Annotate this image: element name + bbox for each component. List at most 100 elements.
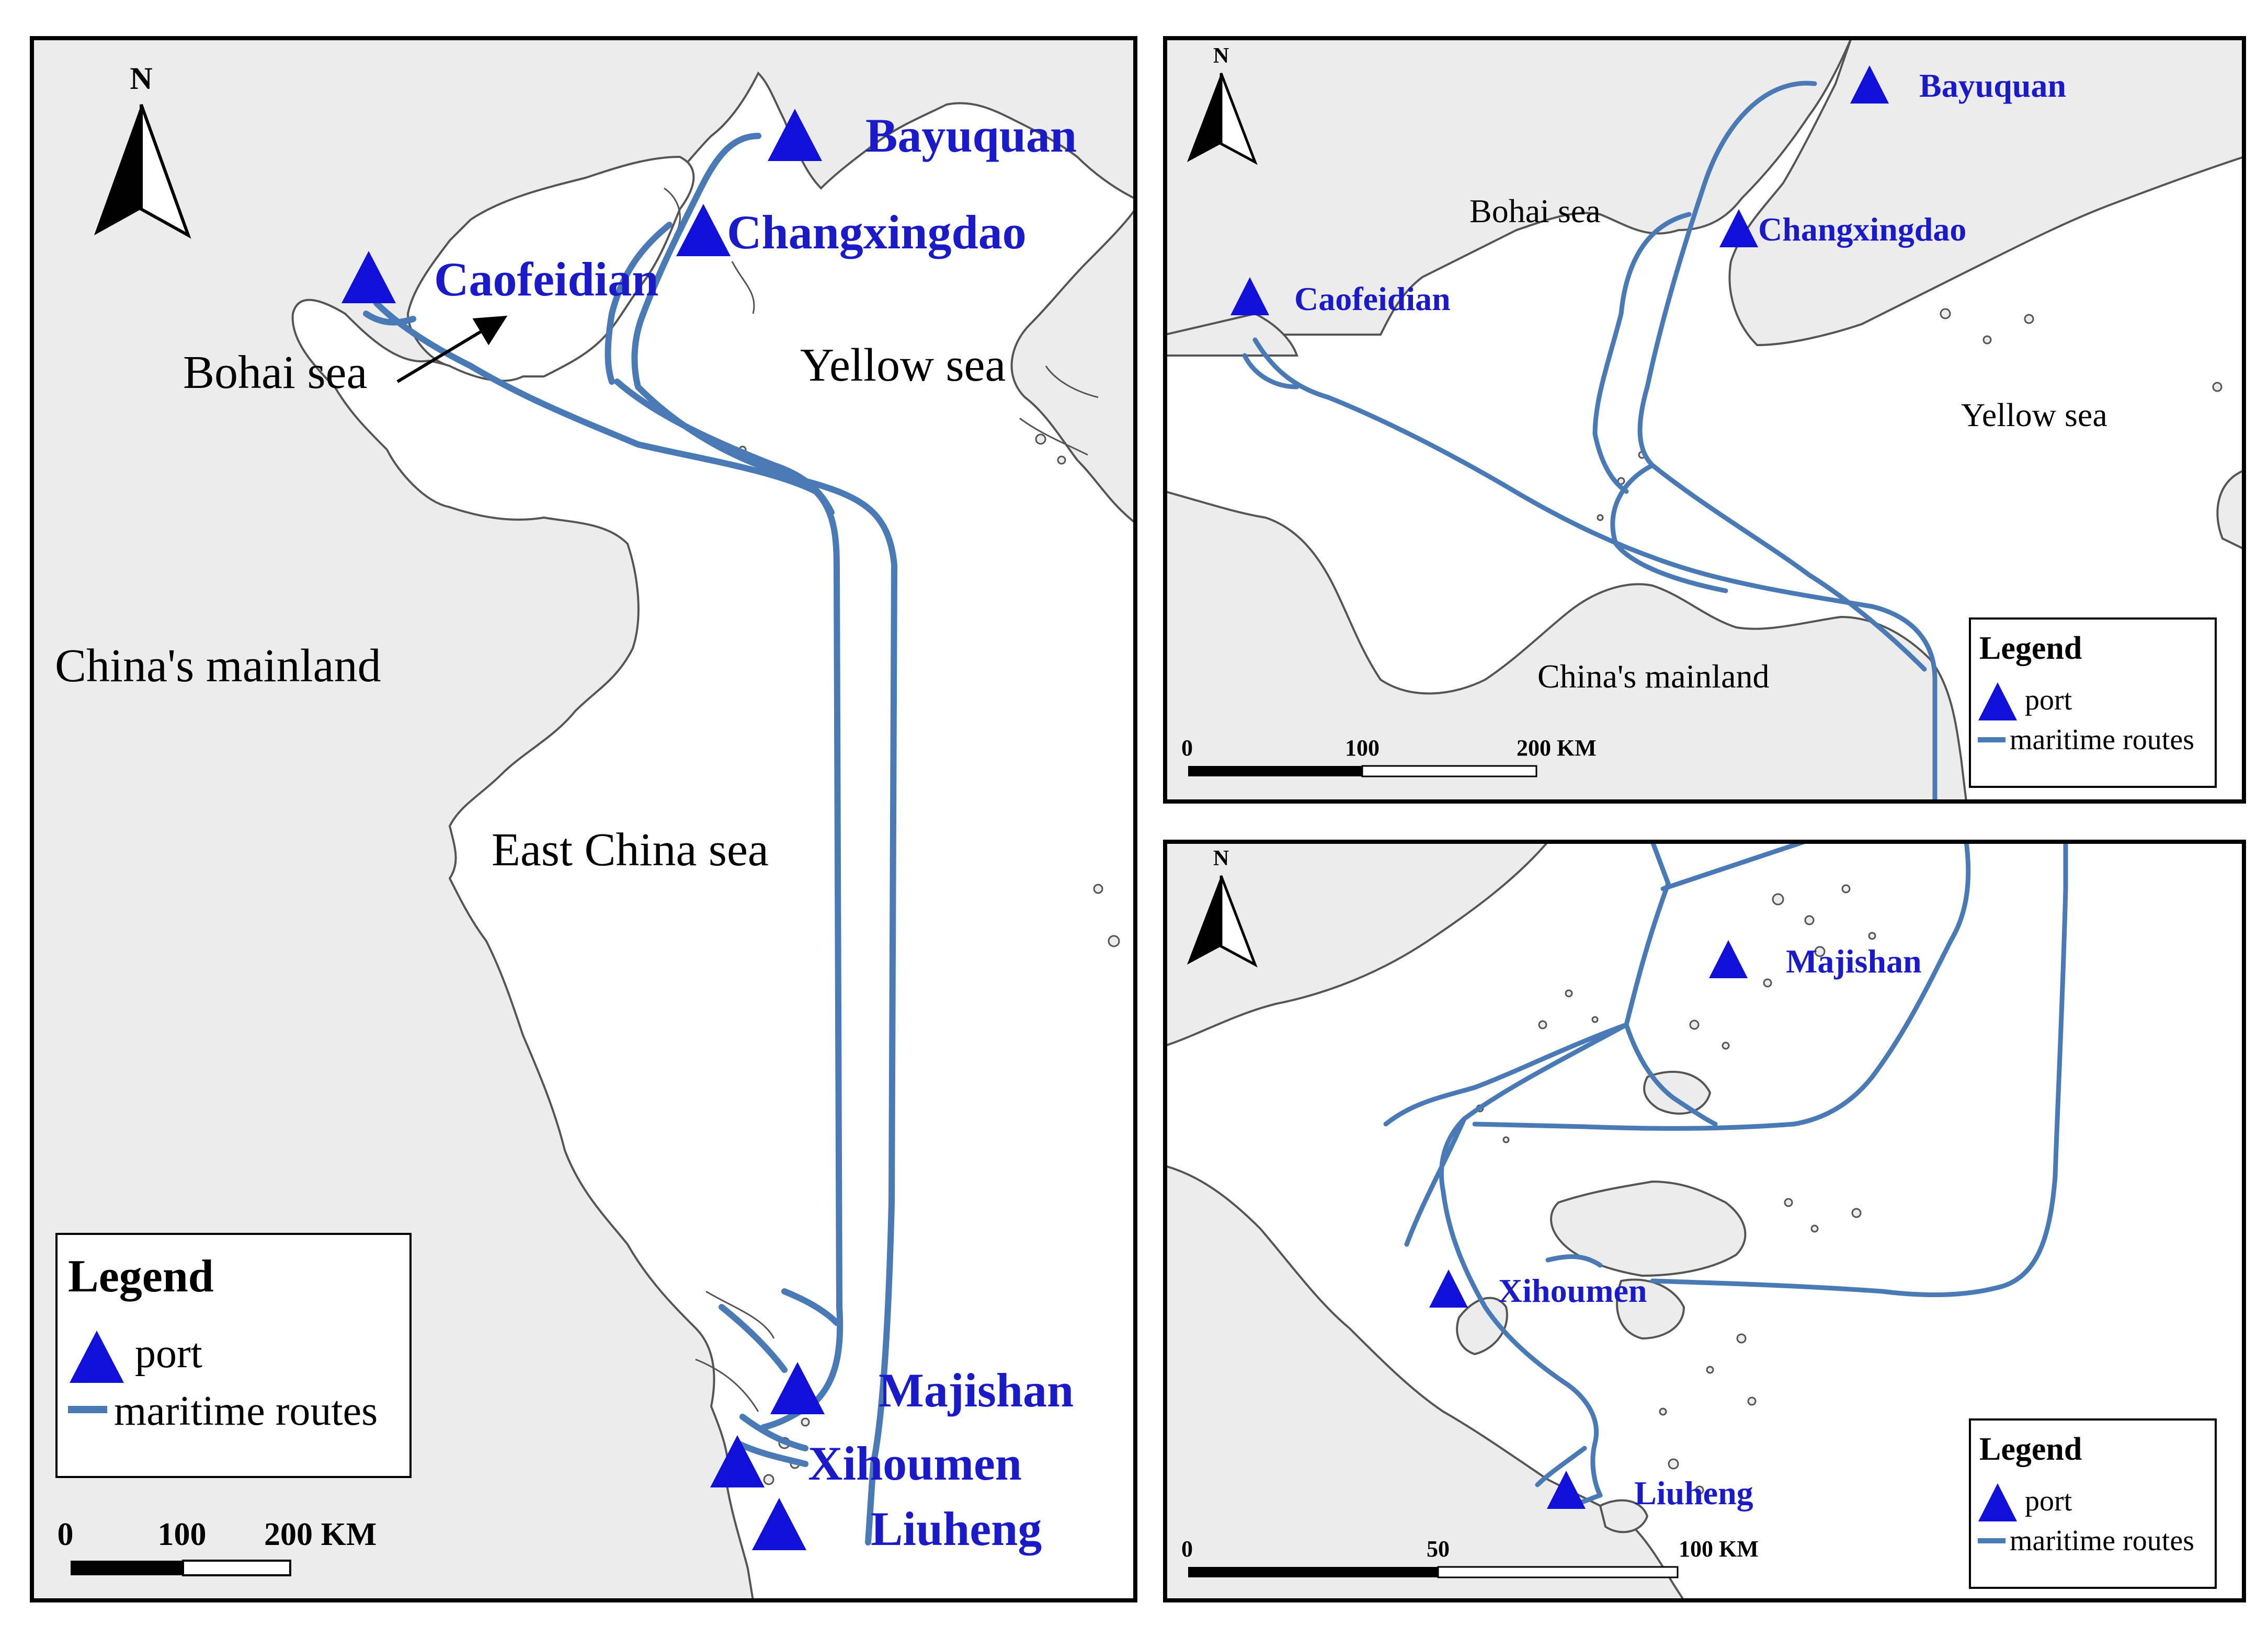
legend: Legend port maritime routes [1969,617,2217,788]
legend: Legend port maritime routes [55,1233,412,1478]
route-bayuquan-east [1637,81,1927,672]
triangle-icon [1429,1269,1468,1308]
port-label-majishan: Majishan [1786,943,1922,980]
triangle-icon [341,251,396,303]
mainland-label: China's mainland [55,640,381,692]
ports [341,109,825,1550]
main-map: N Bohai sea Yellow sea China's mainland … [30,36,1137,1602]
scale-label-mid: 100 [158,1517,207,1552]
scale-label-mid: 100 [1345,735,1380,761]
route-caofeidian-branch [1242,353,1300,390]
north-arrow-icon: N [94,61,191,239]
route-bayuquan-west [1592,212,1692,494]
coast-detail [664,187,1099,1412]
scale-bar: 0 100 200 KM [58,1517,377,1576]
scale-bar: 0 50 100 KM [1181,1536,1759,1578]
land-island-3 [1616,1278,1685,1340]
legend-title: Legend [1979,1432,2082,1467]
scale-label-0: 0 [1181,1536,1193,1562]
triangle-icon [70,1331,124,1383]
legend-routes: maritime routes [2010,724,2194,756]
triangle-icon [1719,209,1758,247]
east-china-sea-label: East China sea [492,824,769,876]
triangle-icon [752,1498,806,1550]
triangle-icon [770,1362,825,1414]
north-label: N [1213,44,1229,68]
maritime-routes [1383,842,2068,1505]
land-island-5 [1599,1499,1649,1533]
land-northwest [1165,842,1549,1047]
scale-bar: 0 100 200 KM [1181,735,1597,777]
port-label-liuheng: Liuheng [1634,1474,1753,1512]
land-east [2216,469,2244,551]
south-inset-map: N Majishan Xihoumen Liuheng Legend port … [1163,840,2246,1602]
legend-port: port [135,1331,202,1377]
triangle-icon [676,204,731,256]
maritime-routes [363,133,897,1545]
route-xihoumen [734,1414,808,1467]
legend-title: Legend [1979,631,2082,666]
legend: Legend port maritime routes [1969,1418,2217,1589]
land-liaodong [1728,38,2244,347]
sea-area [291,71,1135,1600]
yellow-sea-label: Yellow sea [800,339,1006,391]
route-bayuquan-west [605,222,673,385]
arrow-icon [396,315,508,383]
triangle-icon [1978,682,2017,720]
route-main [1439,1022,1629,1498]
triangle-icon [768,109,822,161]
land-mainland [1165,490,1968,801]
legend-routes: maritime routes [2010,1525,2194,1557]
yellow-sea-label: Yellow sea [1961,396,2107,433]
route-inner [614,379,835,516]
scale-label-end: 200 KM [264,1517,377,1552]
route-south-branch [1624,1022,1718,1127]
scale-label-end: 100 KM [1679,1536,1759,1562]
maritime-routes [1242,81,1938,801]
mainland-label: China's mainland [1537,658,1769,695]
triangle-icon [1978,1483,2017,1521]
north-label: N [1213,846,1229,871]
port-label-majishan: Majishan [879,1364,1074,1417]
route-majishan-east [1472,842,1971,1131]
islands [1597,308,2223,521]
scale-label-mid: 50 [1427,1536,1450,1562]
route-caofeidian-branch [363,311,416,326]
legend-port: port [2025,1485,2072,1517]
scale-label-0: 0 [1181,735,1193,761]
north-inset-map: N Bohai sea Yellow sea China's mainland … [1163,36,2246,804]
triangle-icon [710,1435,765,1487]
triangle-icon [1709,940,1748,978]
legend-title: Legend [68,1251,214,1302]
route-west [1404,1116,1467,1247]
triangle-icon [1850,65,1889,104]
port-label-xihoumen: Xihoumen [1498,1272,1647,1309]
triangle-icon [1547,1471,1586,1509]
bohai-sea-label: Bohai sea [1469,192,1601,230]
legend-routes: maritime routes [114,1388,378,1434]
islands [1476,884,1876,1495]
port-label-xihoumen: Xihoumen [808,1437,1022,1490]
scale-label-end: 200 KM [1517,735,1597,761]
north-arrow-icon: N [1187,846,1258,968]
port-label-caofeidian: Caofeidian [1294,280,1451,317]
bohai-sea-label: Bohai sea [183,347,367,398]
land-island-4 [1643,1071,1712,1115]
main-map-frame [30,36,1137,1602]
port-label-bayuquan: Bayuquan [1919,67,2066,104]
route-xihoumen [1545,1254,1603,1268]
legend-port: port [2025,684,2072,716]
route-outer-east [1650,842,2068,1298]
port-label-caofeidian: Caofeidian [434,253,658,306]
north-label: N [130,61,152,96]
land-zhoushan [1550,1180,1747,1277]
port-label-liuheng: Liuheng [871,1502,1042,1555]
north-inset-frame [1163,36,2246,804]
scale-label-0: 0 [58,1517,74,1552]
triangle-icon [1230,277,1269,315]
route-caofeidian [373,300,844,1430]
north-arrow-icon: N [1187,44,1258,165]
land-north [1165,38,1853,336]
port-label-bayuquan: Bayuquan [865,109,1077,162]
